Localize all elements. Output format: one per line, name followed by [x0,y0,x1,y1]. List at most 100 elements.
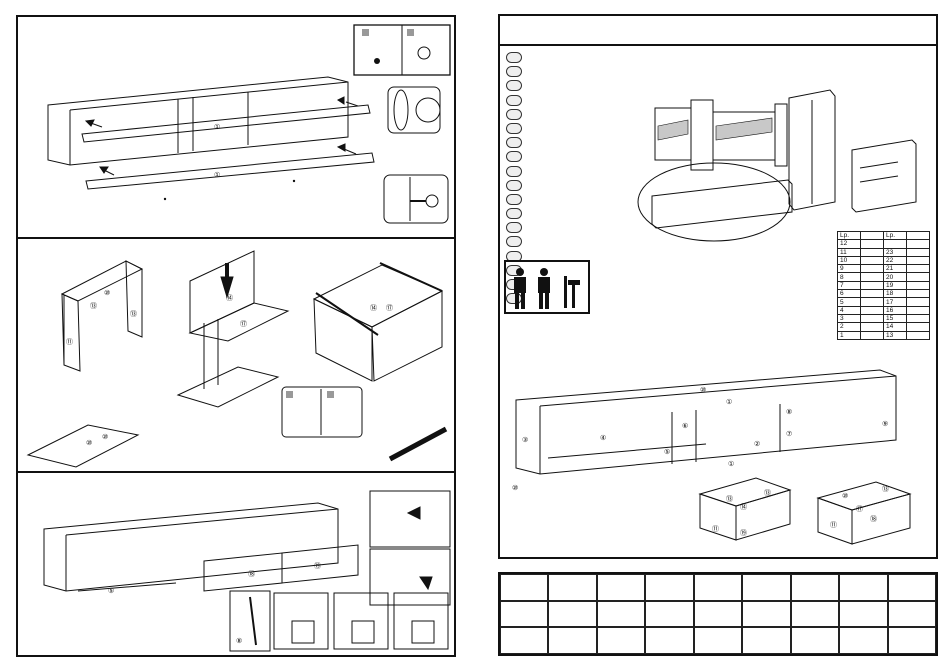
table-cell: 5 [838,298,861,306]
table-header-cell: Lp. [884,232,907,240]
screw-icon [500,627,548,654]
hardware-cell [645,574,693,601]
table-cell [861,323,884,331]
part-label: ⑬ [764,488,771,498]
table-cell: 20 [884,273,907,281]
table-cell [884,240,907,248]
table-cell [861,314,884,322]
table-cell: 17 [884,298,907,306]
part-label: ⑩ [102,433,108,441]
part-label: ⑬ [130,309,137,319]
part-label: ⑬ [882,484,889,494]
hardware-cell [597,574,645,601]
table-cell: 11 [838,248,861,256]
table-cell [907,248,930,256]
table-header-cell [907,232,930,240]
table-row: 3 15 [838,314,930,322]
bolt-icon [888,601,936,628]
table-cell: 7 [838,281,861,289]
nail-icon [500,601,548,628]
part-label: ⑰ [856,504,863,514]
table-cell: 6 [838,290,861,298]
part-label: ⑩ [104,289,110,297]
part-label: ⑬ [90,301,97,311]
table-cell: 8 [838,273,861,281]
part-label: ⑱ [870,514,877,524]
table-cell: 22 [884,256,907,264]
dowel-icon [500,574,548,601]
part-label: ⑨ [882,420,888,428]
cam-lock-icon [742,627,790,654]
hardware-cell [694,574,742,601]
table-cell: 16 [884,306,907,314]
screw-icon [694,627,742,654]
dowel-icon [694,601,742,628]
table-cell [861,273,884,281]
assembly-page-left: ① ① [16,15,456,657]
hinge-icon [645,627,693,654]
part-label: ① [728,460,734,468]
table-header-row: Lp. Lp. [838,232,930,240]
table-cell: 10 [838,256,861,264]
part-label: ⑭ [740,502,747,512]
part-label: ① [214,171,220,179]
part-label: ⑰ [386,303,393,313]
table-cell [861,240,884,248]
part-label: ⑥ [682,422,688,430]
screw-icon [597,601,645,628]
table-header-cell: Lp. [838,232,861,240]
table-cell [907,256,930,264]
table-cell [907,290,930,298]
table-cell [907,281,930,289]
table-cell [907,273,930,281]
step-panel-3: ⑤ ⑱ ⑲ ⑧ [18,473,454,659]
rail-icon [548,574,596,601]
part-label: ⑪ [830,520,837,530]
knob-icon [839,627,887,654]
part-label: ⑲ [314,561,321,571]
part-label: ⑭ [226,293,233,303]
table-cell [861,265,884,273]
part-label: ⑦ [786,430,792,438]
table-cell: 12 [838,240,861,248]
cabinet-front-rails-drawing [18,17,458,239]
table-cell [907,240,930,248]
wire-ring-icon [548,601,596,628]
part-label: ⑰ [240,319,247,329]
table-row: 12 [838,240,930,248]
part-label: ⑩ [512,484,518,492]
table-row: 8 20 [838,273,930,281]
part-label: ⑧ [236,637,242,645]
shelf-support-icon [742,601,790,628]
part-label: ⑪ [712,524,719,534]
part-label: ② [754,440,760,448]
table-cell: 3 [838,314,861,322]
table-cell [907,298,930,306]
part-label: ⑤ [108,587,114,595]
table-row: 719 [838,281,930,289]
table-cell: 14 [884,323,907,331]
part-label: ⑤ [664,448,670,456]
part-label: ③ [522,436,528,444]
bolt-icon [839,601,887,628]
rod-icon [791,601,839,628]
part-label: ⑭ [370,303,377,313]
assembly-page-right: ⑩ ① ⑧ ③ ⑥ ⑦ ⑨ ④ ② ⑤ ① ⑩ ⑬ ⑬ ⑭ ⑪ ⑲ ⑩ ⑬ ⑰ … [498,14,938,559]
hinge-icon [791,627,839,654]
table-cell [861,290,884,298]
part-label: ⑲ [740,528,747,538]
hardware-cell [839,574,887,601]
table-cell: 15 [884,314,907,322]
part-label: ④ [600,434,606,442]
table-cell: 21 [884,265,907,273]
part-label: ⑩ [700,386,706,394]
table-cell [861,306,884,314]
part-label: ① [214,123,220,131]
